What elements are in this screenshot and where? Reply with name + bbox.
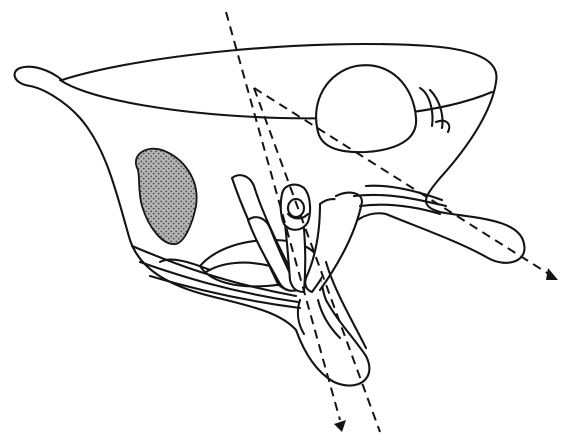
central-small-structure: [281, 185, 310, 230]
arrowhead-vertical: [334, 420, 346, 432]
arrowhead-oblique: [546, 268, 558, 280]
bowl-outline: [15, 44, 525, 386]
